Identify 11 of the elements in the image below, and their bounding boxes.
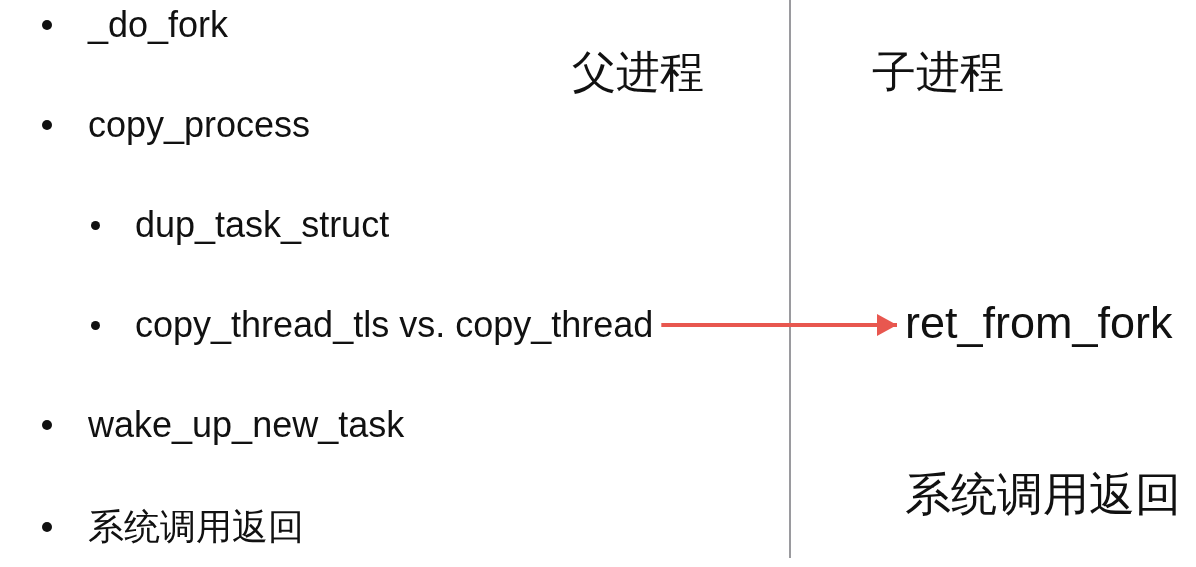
function-label: copy_thread_tls vs. copy_thread (135, 303, 654, 347)
function-label: ret_from_fork (905, 296, 1173, 350)
return-text: 系统调用返回 (905, 467, 1181, 523)
list-item-text: 系统调用返回 (88, 505, 304, 549)
column-heading: 父进程 (572, 45, 704, 98)
list-item-text: dup_task_struct (135, 203, 390, 247)
list-item-text: copy_process (88, 103, 311, 147)
arrow (661, 314, 897, 336)
column-heading: 子进程 (872, 45, 1004, 98)
list-item-text: _do_fork (88, 3, 229, 47)
list-item-text: wake_up_new_task (88, 403, 405, 447)
